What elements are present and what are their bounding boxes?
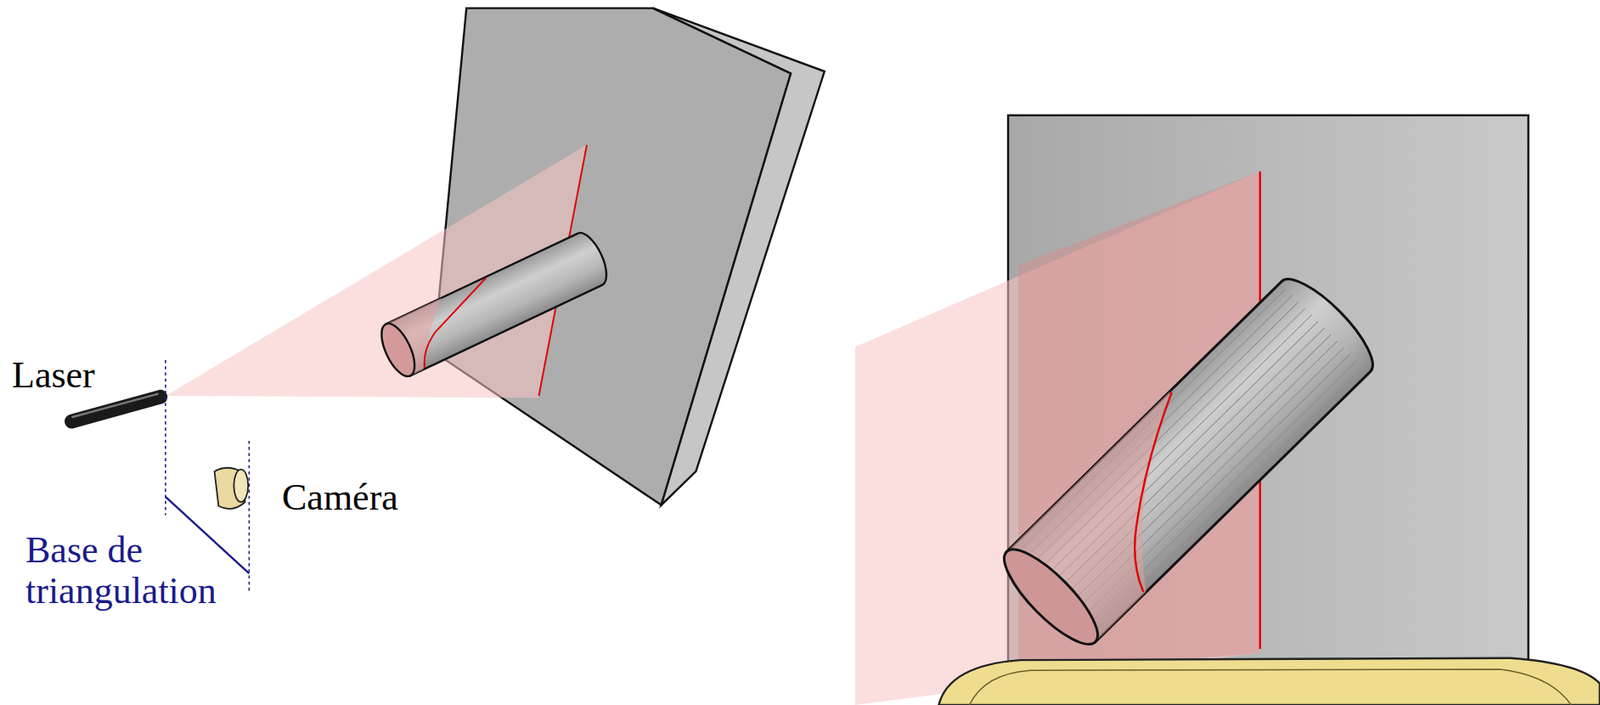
camera-rim-zoom [969,669,1572,705]
camera-label: Caméra [281,477,399,519]
laser-body [71,396,161,422]
cylinder-zoom [991,266,1386,656]
base-dash-right [248,440,251,594]
cylinder [374,228,614,382]
base-dash-left [164,360,167,516]
right-scene [855,115,1600,705]
board-side [653,8,825,506]
baseline-label: Base de triangulation [25,529,255,611]
left-scene [71,8,824,594]
laser-label: Laser [11,354,96,396]
laser-highlight [71,394,158,418]
camera-icon [214,467,249,509]
camera-body-zoom [938,658,1600,705]
base-line [165,496,249,574]
